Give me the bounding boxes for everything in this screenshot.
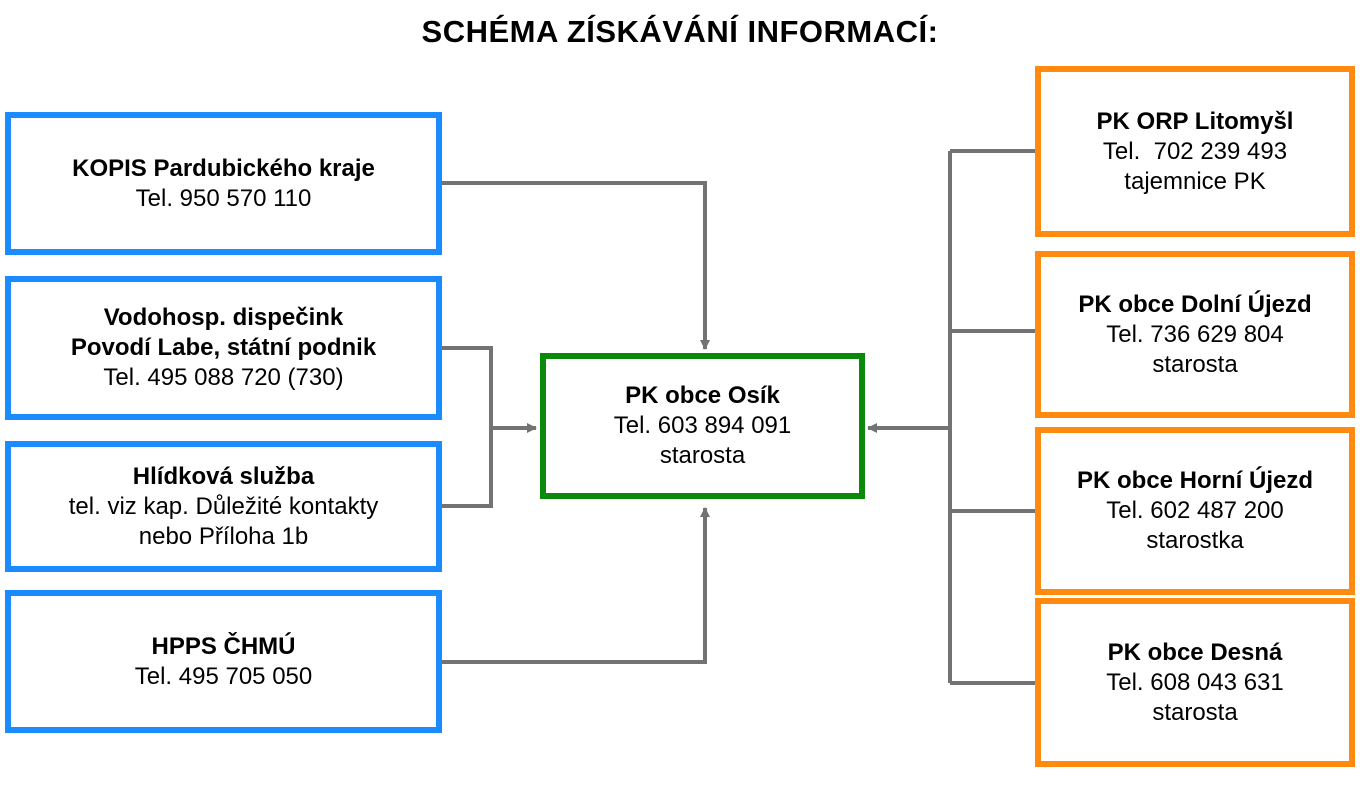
source-phone: Tel. 495 088 720 (730): [103, 364, 344, 391]
target-box-dolni-ujezd: PK obce Dolní Újezd Tel. 736 629 804 sta…: [1035, 251, 1355, 418]
center-box-osik: PK obce Osík Tel. 603 894 091 starosta: [540, 353, 865, 499]
target-role: starostka: [1146, 527, 1244, 554]
target-role: starosta: [1152, 350, 1238, 378]
center-name: PK obce Osík: [625, 382, 780, 409]
source-box-kopis: KOPIS Pardubického kraje Tel. 950 570 11…: [5, 112, 442, 255]
target-role: tajemnice PK: [1124, 167, 1266, 195]
target-name: PK obce Horní Újezd: [1076, 467, 1314, 494]
source-name: KOPIS Pardubického kraje: [72, 154, 375, 182]
target-name: PK obce Desná: [1107, 638, 1283, 666]
source-name: Vodohosp. dispečink: [103, 304, 344, 331]
source-name: Povodí Labe, státní podnik: [70, 334, 377, 361]
target-phone: Tel. 702 239 493: [1102, 137, 1288, 165]
source-box-vodohosp: Vodohosp. dispečink Povodí Labe, státní …: [5, 276, 442, 420]
source-phone: tel. viz kap. Důležité kontakty: [68, 492, 379, 520]
source-name: Hlídková služba: [132, 462, 315, 490]
source-box-hpps: HPPS ČHMÚ Tel. 495 705 050: [5, 590, 442, 733]
source-phone: Tel. 495 705 050: [134, 662, 313, 690]
target-phone: Tel. 608 043 631: [1106, 668, 1284, 696]
target-box-orp-litomysl: PK ORP Litomyšl Tel. 702 239 493 tajemni…: [1035, 66, 1355, 237]
target-phone: Tel. 602 487 200: [1106, 497, 1284, 524]
center-phone: Tel. 603 894 091: [613, 412, 792, 439]
target-box-horni-ujezd: PK obce Horní Újezd Tel. 602 487 200 sta…: [1035, 427, 1355, 595]
source-box-hlidkova: Hlídková služba tel. viz kap. Důležité k…: [5, 441, 442, 572]
target-box-desna: PK obce Desná Tel. 608 043 631 starosta: [1035, 598, 1355, 767]
connector-kopis: [442, 181, 710, 350]
target-name: PK obce Dolní Újezd: [1078, 290, 1312, 318]
center-role: starosta: [659, 442, 746, 469]
connector-vodohosp: [442, 346, 493, 428]
source-note: nebo Příloha 1b: [138, 522, 309, 550]
connector-hpps: [442, 507, 710, 664]
diagram-title: SCHÉMA ZÍSKÁVÁNÍ INFORMACÍ:: [421, 14, 939, 49]
target-role: starosta: [1152, 698, 1238, 726]
source-name: HPPS ČHMÚ: [151, 632, 296, 660]
target-phone: Tel. 736 629 804: [1106, 320, 1284, 348]
source-phone: Tel. 950 570 110: [135, 184, 312, 212]
target-name: PK ORP Litomyšl: [1096, 107, 1294, 135]
connector-hlidkova: [442, 428, 493, 508]
